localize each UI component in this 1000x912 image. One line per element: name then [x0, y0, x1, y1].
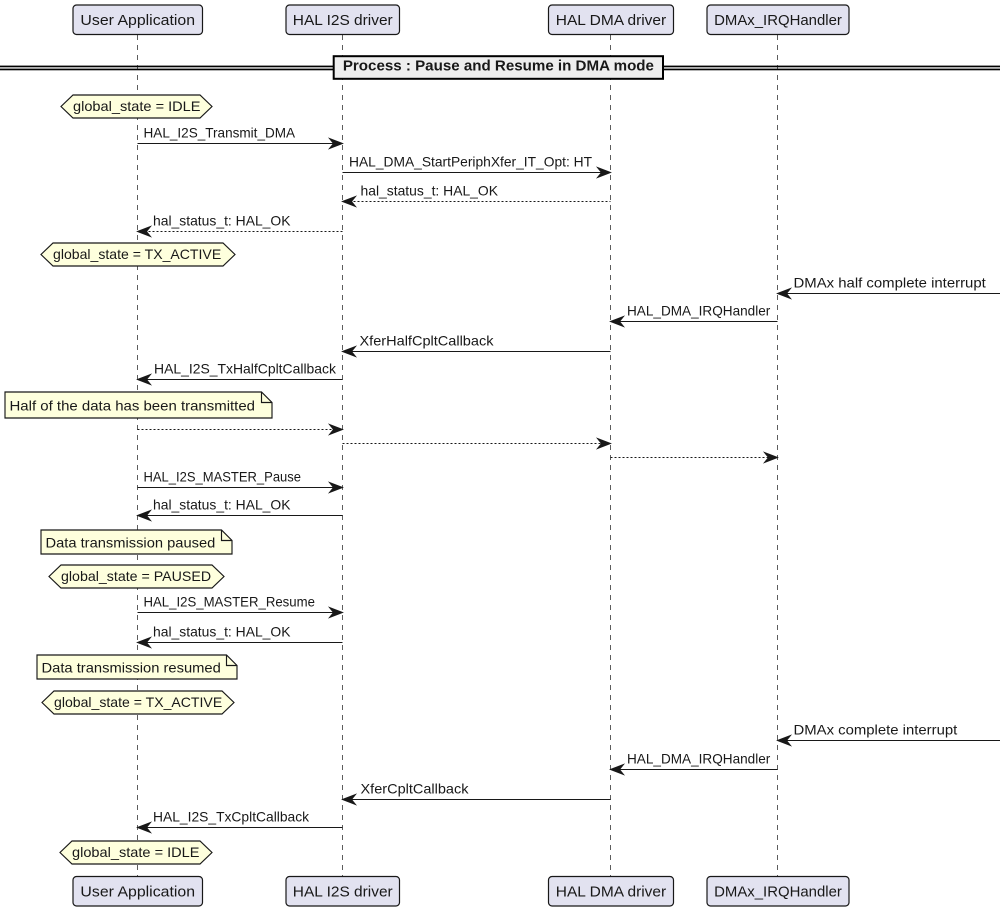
svg-text:XferCpltCallback: XferCpltCallback [361, 781, 470, 797]
svg-text:HAL_DMA_IRQHandler: HAL_DMA_IRQHandler [627, 751, 771, 767]
svg-text:Data transmission resumed: Data transmission resumed [42, 660, 221, 676]
svg-text:Process : Pause and Resume in: Process : Pause and Resume in DMA mode [343, 57, 654, 74]
svg-text:global_state = IDLE: global_state = IDLE [72, 844, 200, 860]
svg-text:HAL I2S driver: HAL I2S driver [293, 12, 393, 29]
svg-text:HAL DMA driver: HAL DMA driver [556, 12, 666, 29]
svg-text:global_state = IDLE: global_state = IDLE [73, 98, 201, 114]
svg-text:global_state = TX_ACTIVE: global_state = TX_ACTIVE [53, 246, 221, 262]
svg-text:HAL_I2S_MASTER_Resume: HAL_I2S_MASTER_Resume [144, 594, 316, 610]
svg-text:HAL I2S driver: HAL I2S driver [293, 883, 393, 900]
svg-text:HAL_DMA_StartPeriphXfer_IT_Opt: HAL_DMA_StartPeriphXfer_IT_Opt: HT [349, 154, 592, 170]
svg-text:HAL_I2S_MASTER_Pause: HAL_I2S_MASTER_Pause [144, 469, 302, 485]
svg-text:DMAx_IRQHandler: DMAx_IRQHandler [714, 883, 842, 900]
svg-text:Half of the data has been tran: Half of the data has been transmitted [10, 398, 256, 414]
svg-text:hal_status_t: HAL_OK: hal_status_t: HAL_OK [361, 183, 499, 199]
svg-text:hal_status_t: HAL_OK: hal_status_t: HAL_OK [153, 624, 291, 640]
svg-text:HAL DMA driver: HAL DMA driver [556, 883, 666, 900]
svg-text:global_state = PAUSED: global_state = PAUSED [61, 568, 211, 584]
svg-text:hal_status_t: HAL_OK: hal_status_t: HAL_OK [153, 497, 291, 513]
svg-text:DMAx complete interrupt: DMAx complete interrupt [794, 722, 958, 738]
svg-text:DMAx half complete interrupt: DMAx half complete interrupt [794, 275, 986, 291]
svg-text:Data transmission paused: Data transmission paused [46, 535, 216, 551]
svg-text:hal_status_t: HAL_OK: hal_status_t: HAL_OK [153, 213, 291, 229]
svg-text:User Application: User Application [80, 12, 195, 29]
svg-text:HAL_I2S_TxHalfCpltCallback: HAL_I2S_TxHalfCpltCallback [154, 361, 337, 377]
svg-text:HAL_I2S_Transmit_DMA: HAL_I2S_Transmit_DMA [144, 125, 296, 141]
svg-text:XferHalfCpltCallback: XferHalfCpltCallback [360, 333, 495, 349]
svg-text:global_state = TX_ACTIVE: global_state = TX_ACTIVE [54, 694, 222, 710]
svg-text:HAL_DMA_IRQHandler: HAL_DMA_IRQHandler [627, 303, 771, 319]
svg-text:DMAx_IRQHandler: DMAx_IRQHandler [714, 12, 842, 29]
svg-text:HAL_I2S_TxCpltCallback: HAL_I2S_TxCpltCallback [153, 809, 310, 825]
svg-text:User Application: User Application [80, 883, 195, 900]
